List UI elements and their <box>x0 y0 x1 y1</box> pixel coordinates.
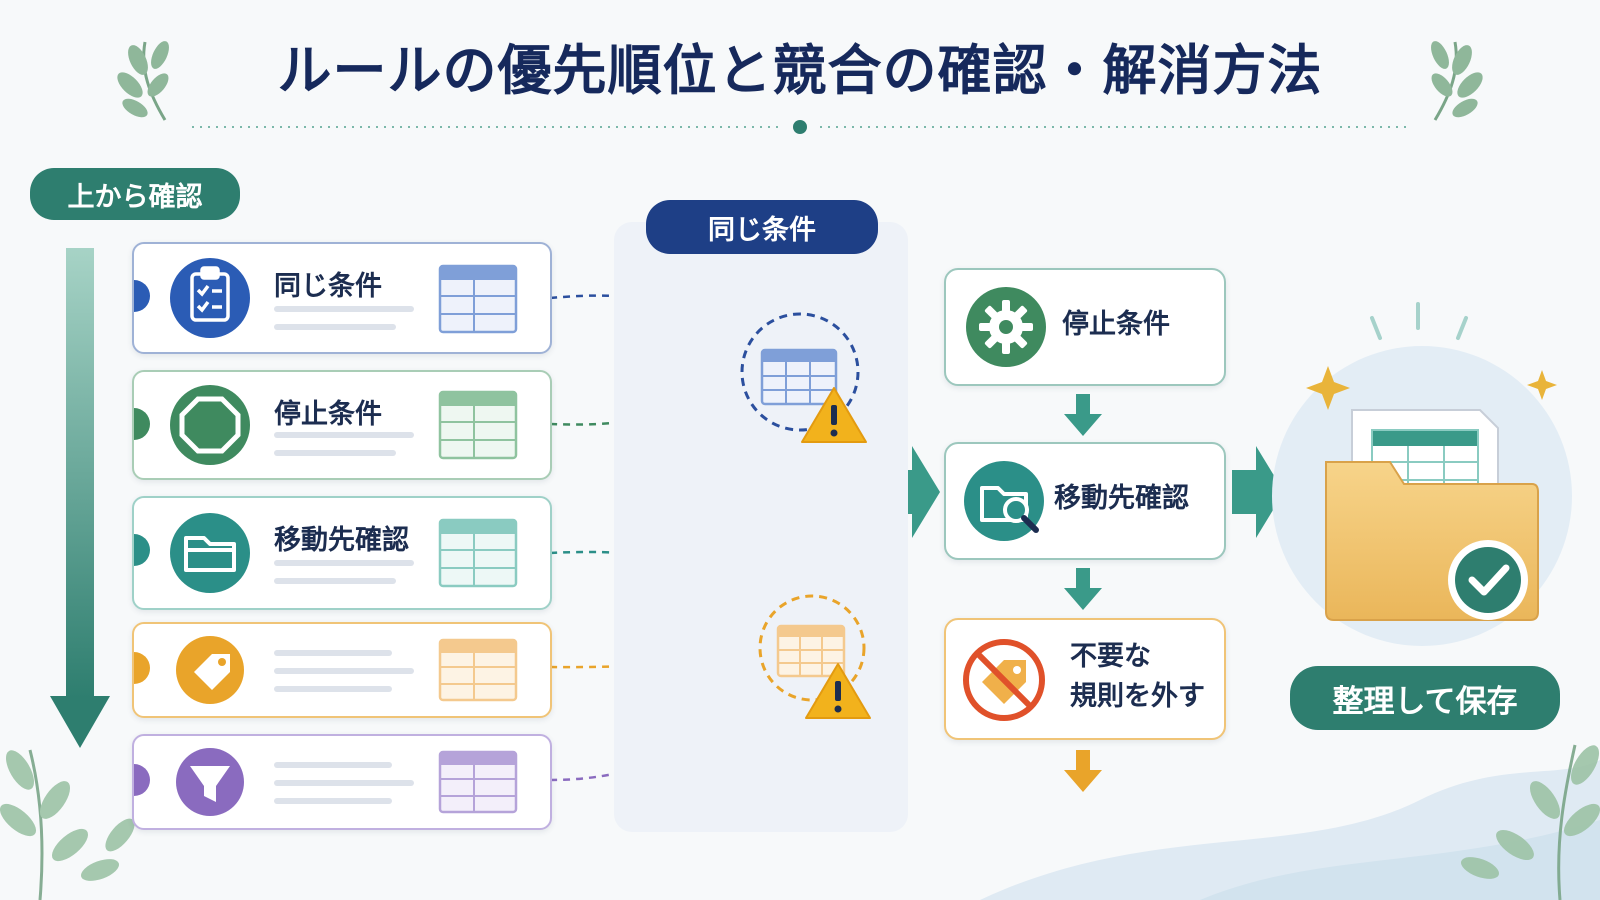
right-laurel-icon <box>1431 41 1483 121</box>
rule-card-graphics <box>134 748 518 816</box>
rule-label: 同じ条件 <box>274 271 382 302</box>
rule-card-same-condition[interactable]: 同じ条件 <box>132 242 552 354</box>
same-condition-pill: 同じ条件 <box>646 200 878 254</box>
bottom-right-leaves-icon <box>1460 744 1600 900</box>
same-condition-panel <box>614 222 908 832</box>
rule-card-stop-condition[interactable]: 停止条件 <box>132 370 552 480</box>
table-icon <box>438 390 518 460</box>
flow-step-destination-check[interactable]: 移動先確認 <box>944 442 1226 560</box>
table-icon <box>438 750 518 814</box>
save-organized-button[interactable]: 整理して保存 <box>1290 666 1560 730</box>
clipboard-check-icon <box>190 266 230 322</box>
flow-step-graphics <box>964 461 1044 541</box>
page-title: ルールの優先順位と競合の確認・解消方法 <box>277 39 1323 102</box>
rule-card-filter[interactable] <box>132 734 552 830</box>
flow-step-graphics <box>966 287 1046 367</box>
sparkle-icon <box>1306 366 1557 410</box>
rule-card-graphics <box>134 513 518 593</box>
flow-step-label: 停止条件 <box>1062 309 1170 340</box>
left-laurel-icon <box>117 41 169 121</box>
flow-arrow-1 <box>1064 394 1102 436</box>
rule-card-graphics <box>134 385 518 465</box>
shine-lines-icon <box>1370 302 1468 340</box>
rule-card-graphics <box>134 258 518 338</box>
arrow-to-result <box>1232 446 1284 538</box>
rule-label: 移動先確認 <box>274 525 409 556</box>
table-icon <box>438 264 518 334</box>
flow-step-label-line2: 規則を外す <box>1070 681 1205 712</box>
flow-step-label: 移動先確認 <box>1054 483 1189 514</box>
flow-arrow-2 <box>1064 568 1102 610</box>
table-icon <box>438 518 518 588</box>
flow-step-label-line1: 不要な <box>1070 641 1151 672</box>
check-from-top-pill: 上から確認 <box>30 168 240 220</box>
arrow-to-flow <box>884 446 940 538</box>
flow-step-graphics <box>963 639 1045 721</box>
folder-search-icon <box>980 486 1039 533</box>
filter-icon <box>190 766 230 802</box>
flow-step-remove-rules[interactable]: 不要な 規則を外す <box>944 618 1226 740</box>
table-icon <box>438 638 518 702</box>
octagon-stop-icon <box>179 396 241 454</box>
rule-card-tag[interactable] <box>132 622 552 718</box>
rule-card-graphics <box>134 636 518 704</box>
tag-prohibited-icon <box>963 639 1045 721</box>
connector-4 <box>549 645 753 671</box>
top-down-arrow <box>50 248 110 748</box>
folder-icon <box>184 536 236 572</box>
flow-step-stop-condition[interactable]: 停止条件 <box>944 268 1226 386</box>
rule-label: 停止条件 <box>274 399 382 430</box>
bottom-left-leaves-icon <box>0 749 135 900</box>
rule-card-destination-check[interactable]: 移動先確認 <box>132 496 552 610</box>
flow-arrow-3 <box>1064 750 1102 792</box>
